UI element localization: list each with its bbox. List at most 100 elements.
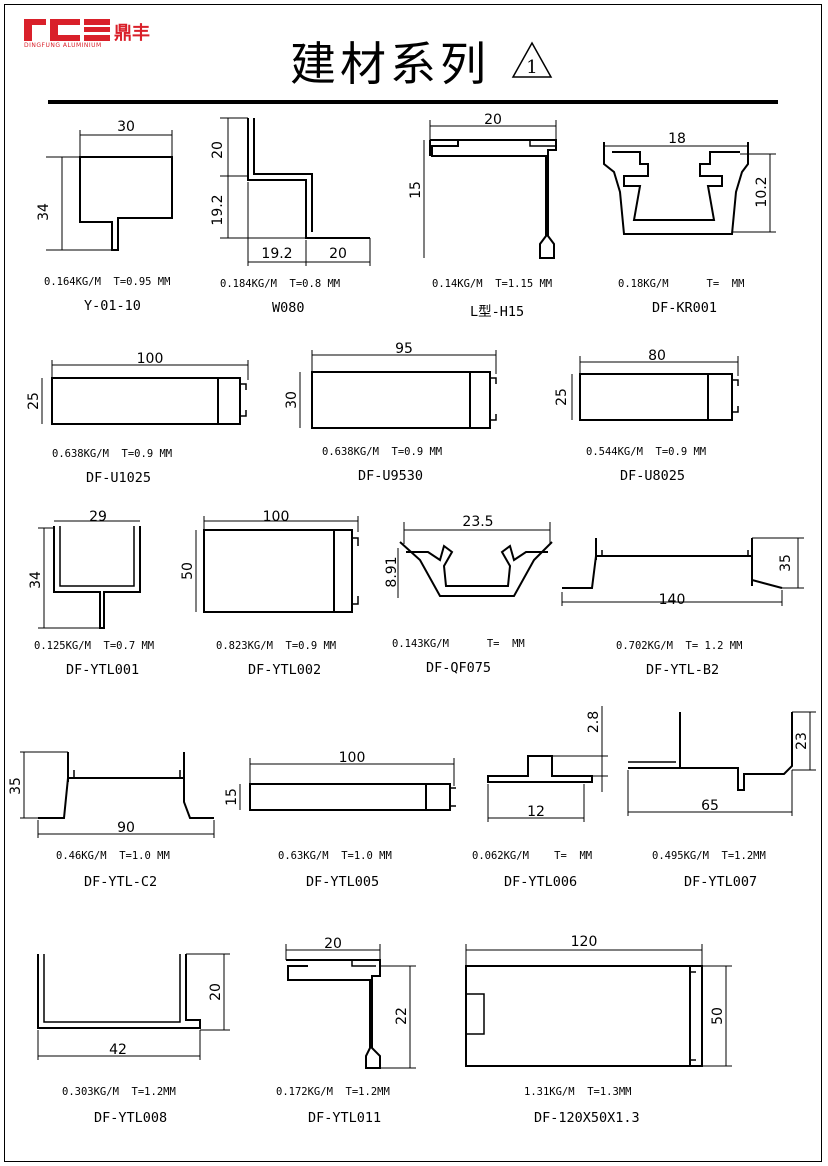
spec-label: 0.46KG/M T=1.0 MM (56, 850, 170, 862)
dim-label: 20 (329, 246, 347, 262)
dim-label: 23 (794, 732, 810, 750)
profile-df-120x50x1-3: 120 50 (465, 934, 732, 1067)
spec-label: 0.184KG/M T=0.8 MM (220, 278, 341, 290)
spec-label: 0.125KG/M T=0.7 MM (34, 640, 155, 652)
dim-label: 100 (339, 750, 366, 766)
dim-label: 25 (554, 388, 570, 406)
profile-l-h15: 20 15 (408, 112, 557, 259)
spec-label: 0.303KG/M T=1.2MM (62, 1086, 176, 1098)
dim-label: 20 (484, 112, 502, 128)
profile-code: DF-KR001 (652, 300, 718, 316)
triangle-mark-icon: 1 (511, 41, 553, 78)
dim-label: 12 (527, 804, 545, 820)
profile-df-ytl-c2: 90 35 (8, 751, 215, 838)
spec-label: 0.495KG/M T=1.2MM (652, 850, 766, 862)
profile-df-ytl006: 12 2.8 (487, 706, 608, 822)
dim-label: 18 (668, 131, 686, 147)
profile-code: DF-U1025 (86, 470, 152, 486)
dim-label: 23.5 (462, 514, 493, 530)
profile-df-u8025: 80 25 (554, 348, 739, 421)
profile-code: DF-YTL002 (248, 662, 322, 678)
dim-label: 30 (284, 391, 300, 409)
dim-label: 140 (659, 592, 686, 608)
dim-label: 15 (408, 181, 424, 199)
dim-label: 10.2 (754, 176, 770, 207)
profile-df-qf075: 23.5 8.91 (384, 514, 553, 598)
dim-label: 95 (395, 341, 413, 357)
logo-chinese-text: 鼎丰 (114, 23, 150, 44)
dim-label: 25 (26, 392, 42, 410)
spec-label: 0.702KG/M T= 1.2 MM (616, 640, 743, 652)
dim-label: 42 (109, 1042, 127, 1058)
profile-df-kr001: 18 10.2 (603, 131, 776, 235)
dim-label: 19.2 (261, 246, 292, 262)
logo-subtitle: DINGFUNG ALUMINIUM (24, 42, 102, 49)
title-rule (48, 100, 778, 104)
spec-label: 0.63KG/M T=1.0 MM (278, 850, 392, 862)
dim-label: 35 (778, 554, 794, 572)
dim-label: 34 (28, 571, 44, 589)
profile-code: DF-YTL-C2 (84, 874, 158, 890)
dim-label: 29 (89, 509, 107, 525)
profile-code: DF-YTL007 (684, 874, 758, 890)
profile-df-ytl007: 65 23 (627, 711, 816, 816)
profile-code: DF-YTL-B2 (646, 662, 720, 678)
profile-df-ytl005: 100 15 (224, 750, 456, 811)
spec-label: 1.31KG/M T=1.3MM (524, 1086, 632, 1098)
profile-code: DF-YTL005 (306, 874, 380, 890)
spec-label: 0.164KG/M T=0.95 MM (44, 276, 171, 288)
dim-label: 100 (263, 509, 290, 525)
profile-df-ytl001: 29 34 (28, 509, 141, 629)
page-title: 建材系列 (290, 37, 490, 91)
dim-label: 22 (394, 1007, 410, 1025)
spec-label: 0.544KG/M T=0.9 MM (586, 446, 707, 458)
dim-label: 100 (137, 351, 164, 367)
spec-label: 0.062KG/M T= MM (472, 850, 593, 862)
dim-label: 15 (224, 788, 240, 806)
profile-code: L型-H15 (470, 304, 525, 320)
brand-logo: 鼎丰 DINGFUNG ALUMINIUM (24, 17, 164, 51)
profile-code: DF-U9530 (358, 468, 424, 484)
profile-df-ytl-b2: 140 35 (561, 537, 804, 608)
dim-label: 50 (180, 562, 196, 580)
dim-label: 120 (571, 934, 598, 950)
dim-label: 50 (710, 1007, 726, 1025)
dim-label: 2.8 (586, 711, 602, 733)
title-mark-number: 1 (526, 57, 537, 78)
profile-code: DF-YTL008 (94, 1110, 168, 1126)
profile-w080: 20 19.2 19.2 20 (210, 117, 371, 266)
profile-y-01-10: 30 34 (36, 119, 173, 251)
profile-code: DF-QF075 (426, 660, 492, 676)
profile-code: Y-01-10 (84, 298, 141, 314)
profile-code: DF-U8025 (620, 468, 686, 484)
spec-label: 0.143KG/M T= MM (392, 638, 525, 650)
dim-label: 30 (117, 119, 135, 135)
dim-label: 35 (8, 777, 24, 795)
dim-label: 8.91 (384, 556, 400, 587)
profile-code: DF-YTL001 (66, 662, 140, 678)
dim-label: 20 (210, 141, 226, 159)
profile-df-u9530: 95 30 (284, 341, 497, 429)
dim-label: 20 (208, 983, 224, 1001)
profile-code: DF-YTL011 (308, 1110, 382, 1126)
spec-label: 0.172KG/M T=1.2MM (276, 1086, 390, 1098)
profile-df-ytl002: 100 50 (180, 509, 359, 613)
spec-label: 0.638KG/M T=0.9 MM (52, 448, 173, 460)
spec-label: 0.14KG/M T=1.15 MM (432, 278, 553, 290)
profile-code: W080 (272, 300, 305, 316)
spec-label: 0.638KG/M T=0.9 MM (322, 446, 443, 458)
profile-code: DF-120X50X1.3 (534, 1110, 640, 1126)
profile-df-ytl008: 42 20 (37, 953, 230, 1060)
dim-label: 20 (324, 936, 342, 952)
spec-label: 0.823KG/M T=0.9 MM (216, 640, 337, 652)
dim-label: 19.2 (210, 194, 226, 225)
dim-label: 65 (701, 798, 719, 814)
dim-label: 90 (117, 820, 135, 836)
profile-code: DF-YTL006 (504, 874, 578, 890)
page-border (4, 4, 822, 1162)
spec-label: 0.18KG/M T= MM (618, 278, 745, 290)
dim-label: 80 (648, 348, 666, 364)
profile-df-ytl011: 20 22 (285, 936, 416, 1069)
profile-df-u1025: 100 25 (26, 351, 249, 425)
